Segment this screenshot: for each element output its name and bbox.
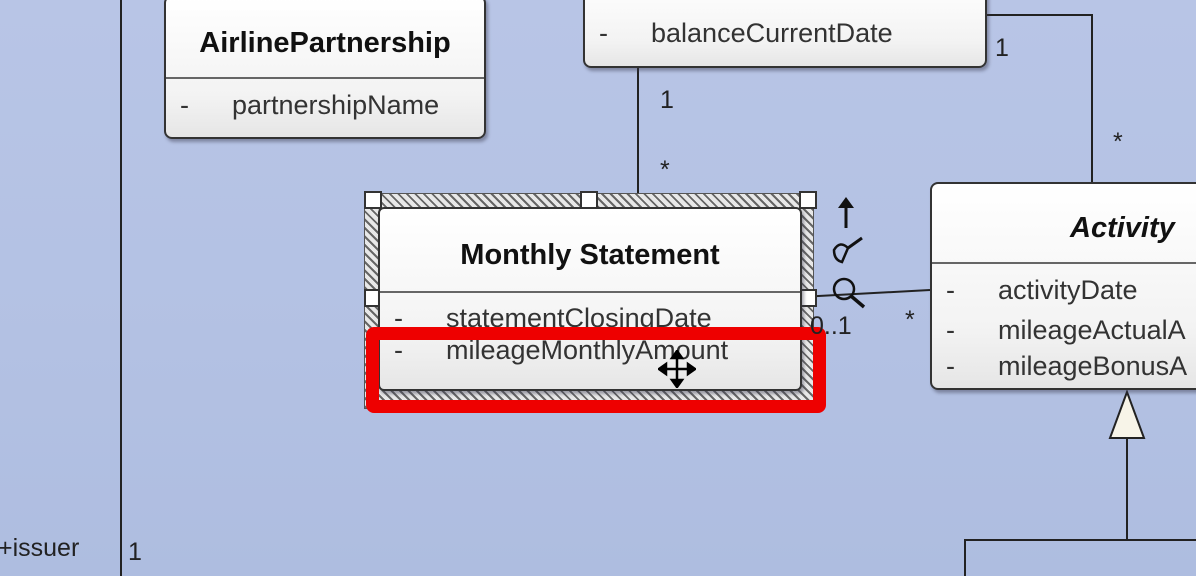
multiplicity-label: *: [1113, 128, 1123, 156]
visibility-marker: -: [946, 315, 955, 345]
attribute-row: - balanceCurrentDate: [585, 18, 985, 52]
visibility-marker: -: [946, 275, 955, 305]
magnifier-icon[interactable]: [830, 276, 868, 310]
inheritance-triangle-icon: [1108, 389, 1146, 439]
move-cursor-icon: [658, 350, 696, 388]
attribute-name: activityDate: [998, 275, 1138, 305]
visibility-marker: -: [180, 90, 189, 120]
resize-handle[interactable]: [364, 191, 382, 209]
multiplicity-label: 1: [660, 86, 674, 114]
attribute-name: mileageActualA: [998, 315, 1186, 345]
brush-icon[interactable]: [830, 236, 866, 268]
attribute-name: mileageMonthlyAmount: [446, 335, 729, 365]
class-activity[interactable]: Activity - activityDate - mileageActualA…: [930, 182, 1196, 390]
attribute-name: balanceCurrentDate: [651, 18, 893, 48]
attribute-name: balanceCurrentAmount: [651, 0, 929, 5]
multiplicity-label: 0..1: [810, 312, 852, 340]
arrow-up-icon[interactable]: [832, 196, 860, 230]
class-airline-partnership[interactable]: AirlinePartnership - partnershipName: [164, 0, 486, 139]
highlight-box: [366, 327, 826, 413]
class-balance[interactable]: balanceCurrentAmount - balanceCurrentDat…: [583, 0, 987, 68]
class-title: Activity: [932, 184, 1196, 264]
class-monthly-statement[interactable]: Monthly Statement - statementClosingDate…: [378, 207, 802, 391]
attribute-name: mileageBonusA: [998, 351, 1188, 381]
attribute-row: - mileageMonthlyAmount: [380, 329, 800, 369]
attribute-row: - mileageBonusA: [932, 344, 1196, 384]
multiplicity-label: *: [905, 306, 915, 334]
attribute-row: balanceCurrentAmount: [585, 0, 985, 10]
attribute-row: - partnershipName: [166, 79, 484, 131]
visibility-marker: -: [946, 351, 955, 381]
role-label: +issuer: [0, 534, 80, 562]
visibility-marker: -: [394, 303, 403, 333]
resize-handle[interactable]: [799, 191, 817, 209]
monthly-activity-line: [799, 289, 931, 298]
visibility-marker: -: [599, 18, 608, 48]
multiplicity-label: 1: [995, 34, 1009, 62]
class-title: Monthly Statement: [380, 209, 800, 293]
attribute-name: partnershipName: [232, 90, 440, 120]
attribute-row: - activityDate: [932, 264, 1196, 305]
subclass-connector: [964, 539, 1196, 576]
class-title: AirlinePartnership: [166, 0, 484, 79]
multiplicity-label: *: [660, 156, 670, 184]
multiplicity-label: 1: [128, 538, 142, 566]
balance-activity-line: [985, 14, 1093, 183]
attribute-row: - mileageActualA: [932, 304, 1196, 345]
visibility-marker: -: [394, 335, 403, 365]
attribute-row: - statementClosingDate: [380, 293, 800, 333]
